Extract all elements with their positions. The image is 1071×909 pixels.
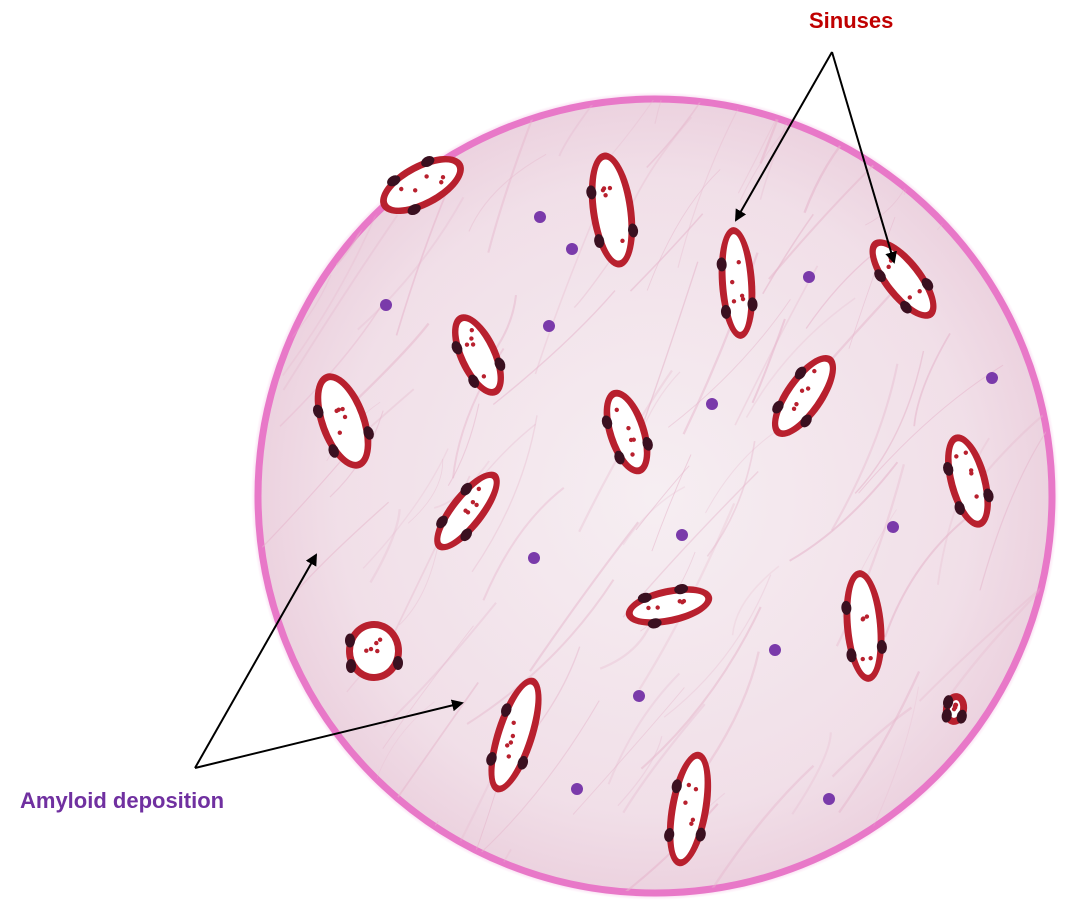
amyloid-fiber [382, 43, 408, 111]
amyloid-fiber [383, 821, 438, 904]
amyloid-fiber [906, 0, 993, 93]
amyloid-fiber [309, 94, 354, 201]
amyloid-fiber [645, 0, 720, 88]
amyloid-dot [380, 299, 392, 311]
amyloid-fiber [1037, 222, 1071, 335]
sinus-blood-cell [364, 649, 368, 653]
amyloid-dot [571, 783, 583, 795]
amyloid-fiber [1057, 234, 1071, 320]
sinus-nucleus [346, 659, 356, 673]
sinus-blood-cell [378, 638, 382, 642]
amyloid-dot [543, 320, 555, 332]
amyloid-dot [803, 271, 815, 283]
amyloid-deposition-label: Amyloid deposition [20, 790, 224, 812]
amyloid-dot [887, 521, 899, 533]
amyloid-fiber [937, 118, 1000, 230]
amyloid-fiber [352, 0, 480, 91]
sinus-nucleus [345, 634, 355, 648]
amyloid-fiber [299, 74, 355, 216]
sinus-nucleus [393, 656, 403, 670]
amyloid-fiber [984, 43, 1047, 120]
amyloid-fiber [304, 102, 336, 173]
amyloid-fiber [905, 8, 966, 101]
amyloid-dot [769, 644, 781, 656]
amyloid-dot [566, 243, 578, 255]
sinus-lumen [353, 628, 395, 674]
amyloid-dot [986, 372, 998, 384]
amyloid-dot [676, 529, 688, 541]
amyloid-fiber [1038, 0, 1071, 82]
amyloid-fiber [946, 761, 1018, 881]
amyloid-fiber [1037, 244, 1071, 357]
amyloid-fiber [380, 0, 528, 83]
amyloid-fiber [261, 83, 370, 210]
amyloid-dot [534, 211, 546, 223]
amyloid-fiber [1061, 837, 1071, 905]
amyloid-fiber [1064, 429, 1071, 515]
amyloid-dot [706, 398, 718, 410]
amyloid-dot [633, 690, 645, 702]
amyloid-fiber [706, 0, 763, 100]
amyloid-fiber [592, 0, 702, 90]
sinus-blood-cell [369, 647, 373, 651]
sinus-blood-cell [374, 641, 378, 645]
tissue-field [259, 100, 1051, 892]
amyloid-dot [528, 552, 540, 564]
sinus-blood-cell [375, 649, 379, 653]
amyloid-fiber [1049, 6, 1071, 169]
amyloid-dot [823, 793, 835, 805]
sinuses-label: Sinuses [809, 10, 893, 32]
amyloid-fiber [954, 0, 1021, 106]
